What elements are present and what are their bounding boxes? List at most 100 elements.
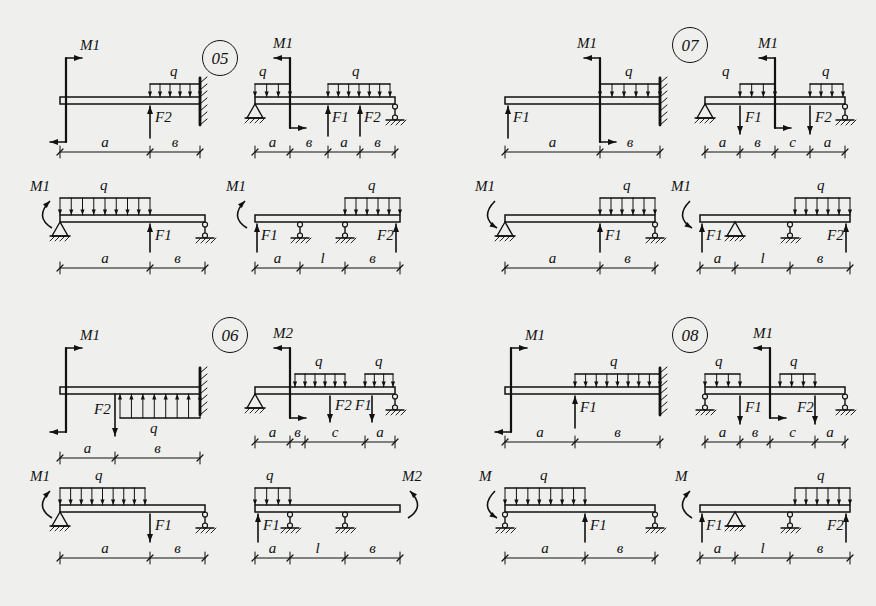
arrow-head (143, 499, 147, 505)
dimension-label: a (269, 541, 277, 556)
arrow-head (637, 381, 641, 387)
hinge (343, 512, 348, 517)
dimension-line (700, 558, 850, 559)
arrow-head (830, 91, 834, 97)
dimension-label: в (174, 541, 181, 556)
arrow-head (583, 499, 587, 505)
arrow-head (848, 499, 852, 505)
hinge (298, 222, 303, 227)
wall-hatch (200, 409, 207, 415)
arrow-head (622, 91, 626, 97)
arrow-head (489, 512, 497, 518)
arrow-head (253, 91, 257, 97)
dimension-tick (147, 265, 153, 271)
arrow-head (253, 499, 257, 505)
arrow-head (198, 91, 202, 97)
arrow-head (750, 91, 754, 97)
force-label: F2 (94, 402, 111, 417)
moment-label: M (479, 469, 492, 484)
force-label: F1 (590, 518, 607, 533)
arrow-head (313, 381, 317, 387)
arrow-head (537, 499, 541, 505)
arrow-head (50, 139, 58, 145)
arrow-head (807, 126, 813, 134)
ground-hatch (740, 236, 745, 241)
arrow-head (112, 428, 118, 436)
hinge (843, 104, 848, 109)
arrow-head (369, 414, 375, 422)
dimension-label: в (369, 541, 376, 556)
ground-hatch (351, 238, 356, 243)
dimension-tick (787, 265, 793, 271)
moment-couple (65, 58, 67, 142)
ground-hatch (496, 528, 501, 533)
dimension-label: в (617, 541, 624, 556)
ground-hatch (851, 410, 856, 415)
hinge (788, 512, 793, 517)
arrow-head (79, 499, 83, 505)
arrow-head (573, 381, 577, 387)
arrow-head (178, 91, 182, 97)
moment-label: M1 (758, 36, 778, 51)
dimension-label: a (84, 441, 92, 456)
load-label: q (715, 354, 723, 369)
ground-hatch (791, 238, 796, 243)
ground-hatch (291, 238, 296, 243)
force-label: F1 (263, 518, 280, 533)
arrow-head (804, 499, 808, 505)
load-line (810, 83, 843, 84)
ground-hatch (696, 410, 701, 415)
ground-hatch (711, 410, 716, 415)
arrow-head (388, 91, 392, 97)
ground-hatch (196, 528, 201, 533)
force-label: F2 (377, 228, 394, 243)
arrow-head (778, 381, 782, 387)
dimension-tick (702, 149, 708, 155)
ground-hatch (851, 120, 856, 125)
ground-hatch (500, 236, 505, 241)
arrow-head (365, 209, 369, 215)
arrow-head (801, 381, 805, 387)
moment-label: M1 (753, 326, 773, 341)
ground-hatch (60, 236, 65, 241)
arrow-head (703, 381, 707, 387)
arrow-head (843, 514, 849, 522)
dimension-tick (657, 149, 663, 155)
ground-hatch (211, 238, 216, 243)
force-label: F2 (815, 110, 832, 125)
moment-label: M1 (30, 179, 50, 194)
hinge (393, 115, 398, 120)
ground-hatch (65, 236, 70, 241)
load-label: q (315, 354, 323, 369)
dimension-label: в (624, 251, 631, 266)
moment-arc (42, 491, 52, 518)
ground-hatch (701, 410, 706, 415)
variant-circle: 05 (202, 40, 238, 76)
dimension-tick (502, 149, 508, 155)
arrow-head (276, 499, 280, 505)
moment-label: M1 (30, 469, 50, 484)
ground-hatch (700, 118, 705, 123)
hinge (203, 512, 208, 517)
dimension-tick (287, 439, 293, 445)
dimension-tick (732, 555, 738, 561)
moment-label: M1 (273, 36, 293, 51)
load-line (600, 83, 660, 84)
moment-label: M1 (80, 38, 100, 53)
variant-circle: 08 (672, 317, 708, 353)
arrow-head (137, 209, 141, 215)
load-label: q (375, 354, 383, 369)
ground-hatch (651, 528, 656, 533)
dimension-label: a (719, 135, 727, 150)
force-label: F2 (155, 110, 172, 125)
ground-hatch (791, 528, 796, 533)
force-label: F1 (332, 110, 349, 125)
load-label: q (722, 64, 730, 79)
support-post (394, 109, 395, 115)
arrow-head (843, 224, 849, 232)
arrow-head (658, 381, 662, 387)
load-line (795, 197, 850, 198)
ground-hatch (286, 528, 291, 533)
hinge (203, 222, 208, 227)
arrow-head (50, 429, 58, 435)
